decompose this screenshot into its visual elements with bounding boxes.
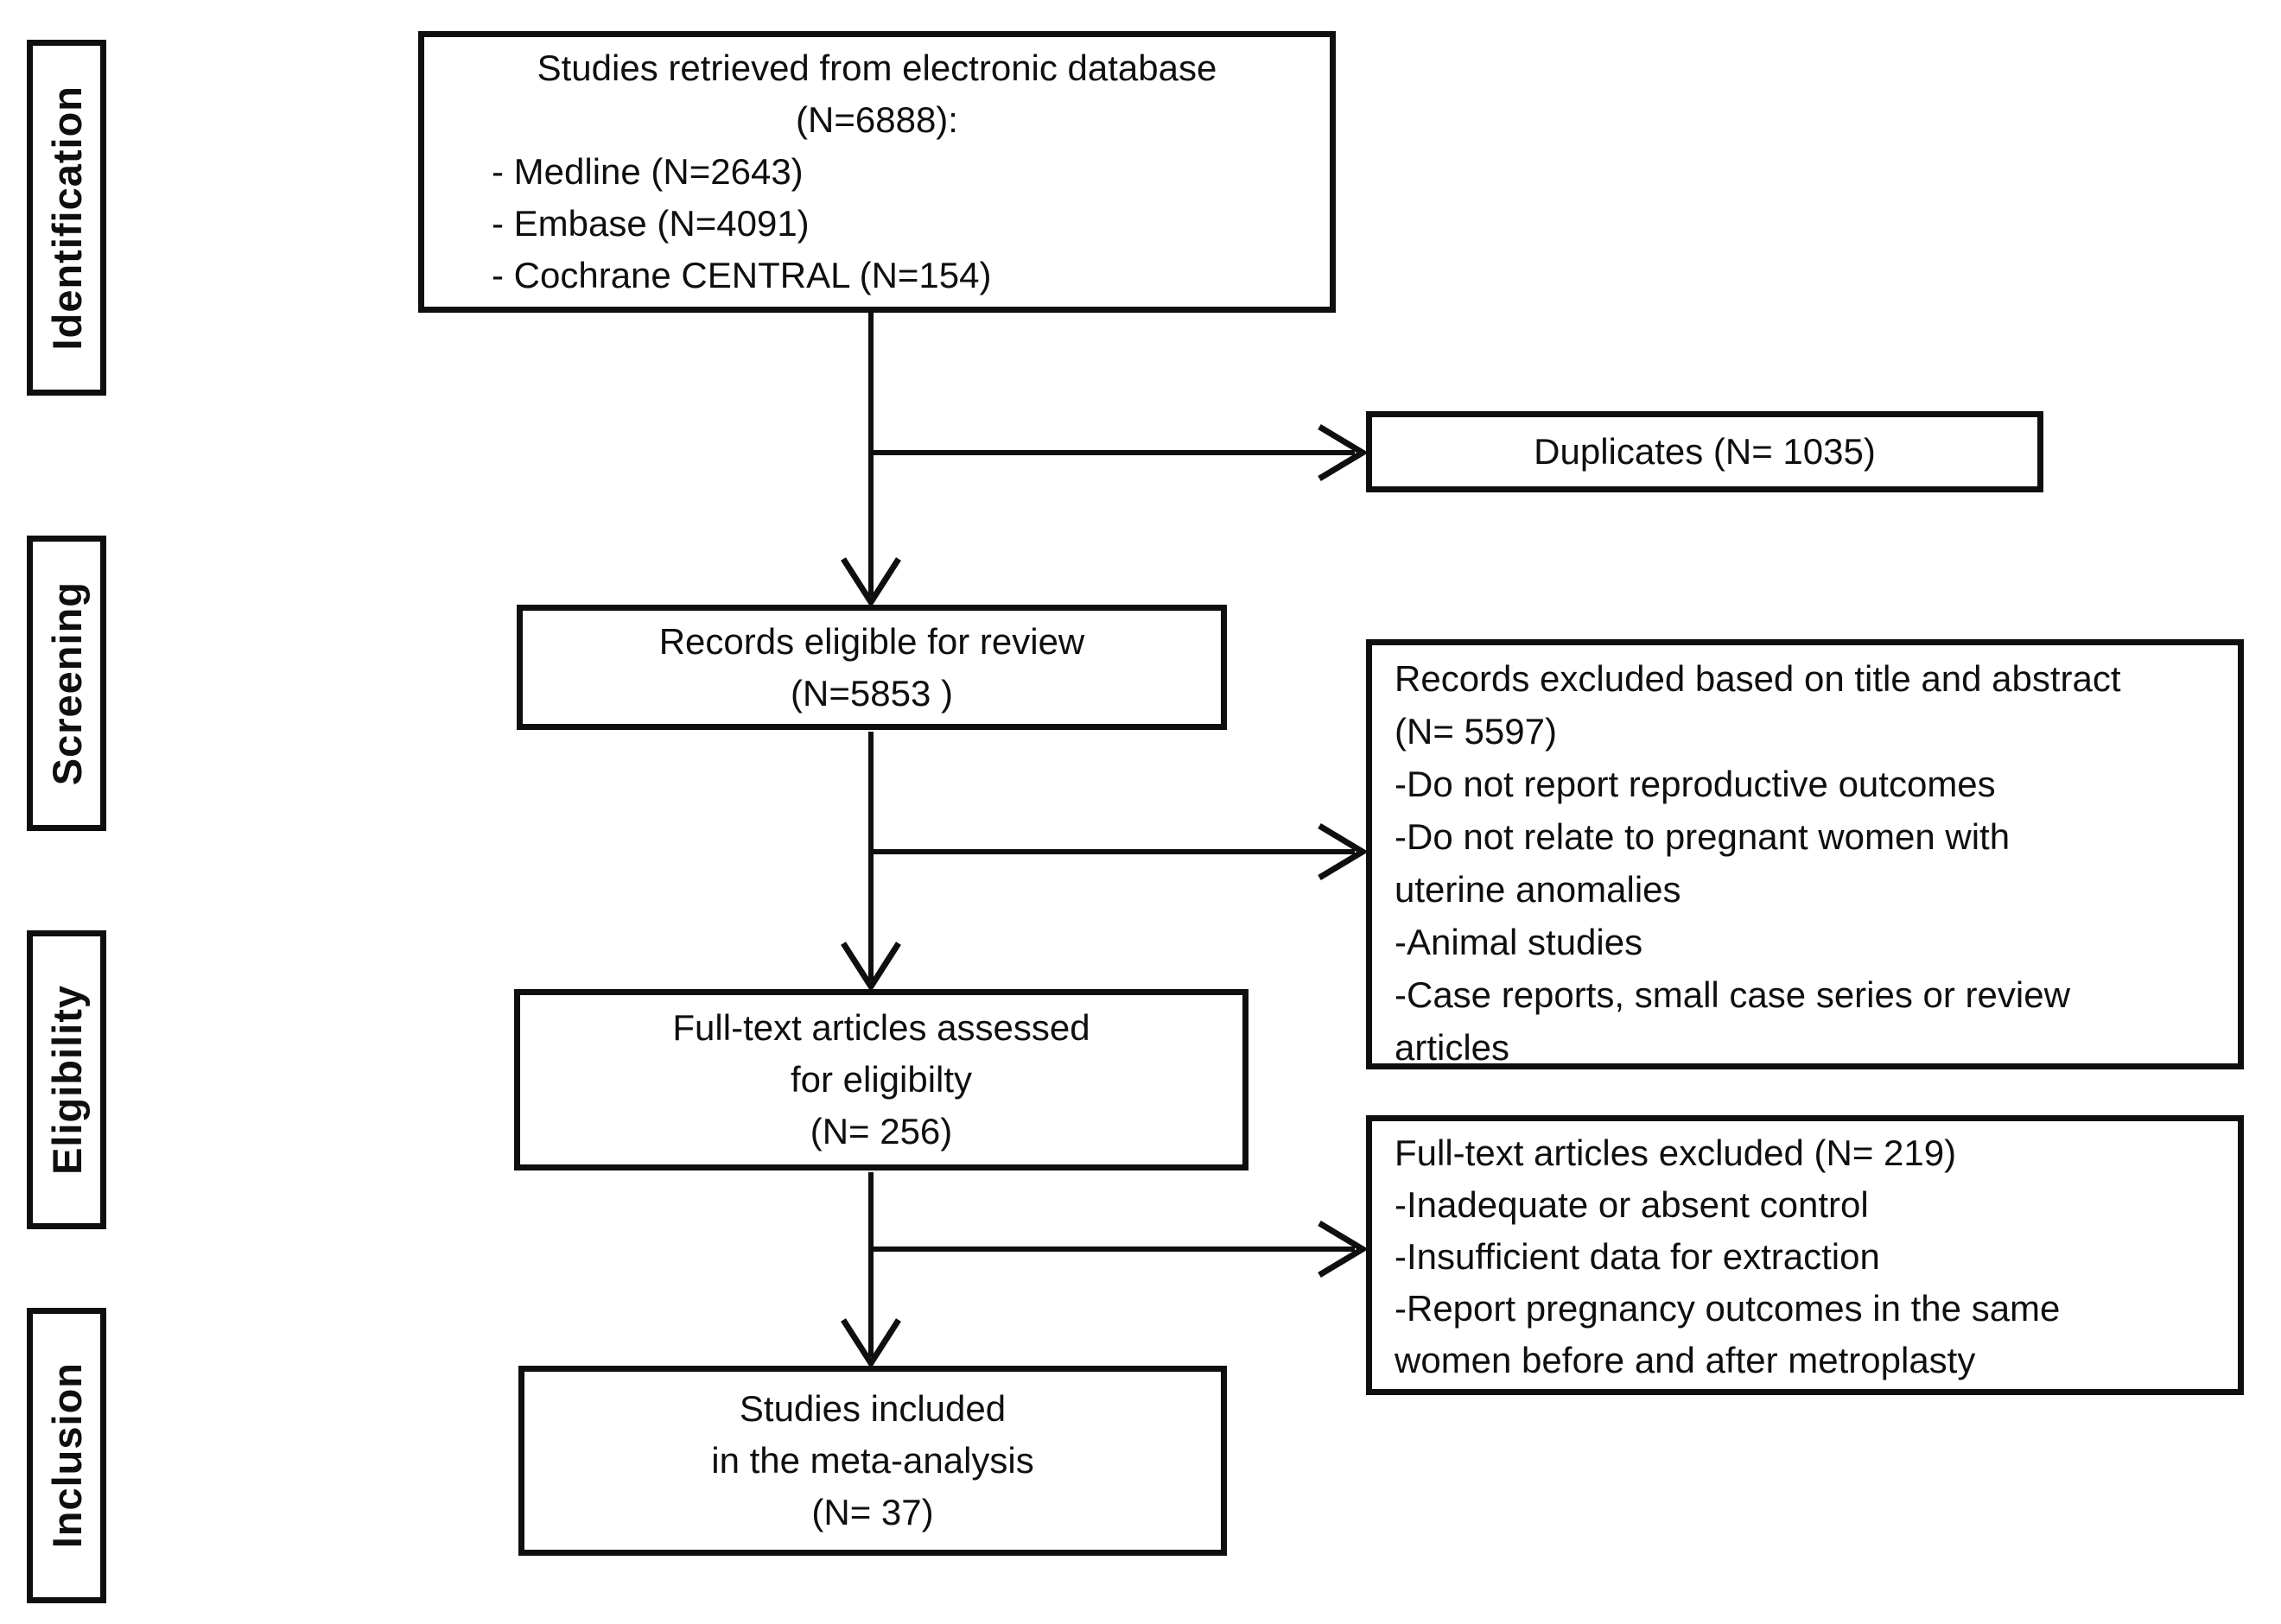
box-text-line: (N= 5597) bbox=[1395, 711, 1557, 752]
stage-label-screening: Screening bbox=[27, 536, 106, 831]
box-text-line: in the meta-analysis bbox=[711, 1440, 1034, 1481]
box-text-line: -Do not relate to pregnant women with bbox=[1395, 816, 2011, 857]
stage-label-text: Screening bbox=[43, 580, 90, 786]
retrieved-box: Studies retrieved from electronic databa… bbox=[418, 31, 1336, 313]
records-excluded-box: Records excluded based on title and abst… bbox=[1366, 639, 2244, 1069]
duplicates-box: Duplicates (N= 1035) bbox=[1366, 411, 2043, 492]
box-text-line: Studies included bbox=[739, 1388, 1007, 1429]
box-text-line: Records eligible for review bbox=[658, 620, 1085, 662]
box-text-line: -Inadequate or absent control bbox=[1395, 1184, 1869, 1225]
box-text-line: -Case reports, small case series or revi… bbox=[1395, 974, 2070, 1015]
arrowhead-down-included bbox=[841, 1318, 901, 1369]
studies-included-box: Studies included in the meta-analysis (N… bbox=[518, 1366, 1227, 1556]
box-text-line: Studies retrieved from electronic databa… bbox=[537, 48, 1217, 88]
fulltext-assessed-box: Full-text articles assessed for eligibil… bbox=[514, 989, 1249, 1170]
stage-label-inclusion: Inclusion bbox=[27, 1308, 106, 1603]
box-text-line: articles bbox=[1395, 1027, 1510, 1068]
stage-label-eligibility: Eligibility bbox=[27, 930, 106, 1229]
box-text-line: (N= 256) bbox=[810, 1111, 953, 1151]
box-text-line: -Insufficient data for extraction bbox=[1395, 1236, 1880, 1277]
arrowhead-down-fulltext bbox=[841, 942, 901, 993]
fulltext-excluded-box: Full-text articles excluded (N= 219) -In… bbox=[1366, 1115, 2244, 1395]
stage-label-text: Inclusion bbox=[43, 1362, 90, 1549]
box-text-line: Full-text articles excluded (N= 219) bbox=[1395, 1132, 1957, 1173]
box-text-line: Duplicates (N= 1035) bbox=[1534, 431, 1876, 472]
arrowhead-right-fulltext-excluded bbox=[1318, 1220, 1369, 1278]
box-text-line: - Embase (N=4091) bbox=[492, 203, 810, 244]
box-text-line: uterine anomalies bbox=[1395, 869, 1681, 910]
stage-label-identification: Identification bbox=[27, 40, 106, 396]
box-text-line: -Report pregnancy outcomes in the same bbox=[1395, 1288, 2061, 1329]
box-text-line: women before and after metroplasty bbox=[1395, 1340, 1976, 1380]
box-text-line: (N=6888): bbox=[796, 99, 958, 140]
arrowhead-right-duplicates bbox=[1318, 423, 1369, 482]
box-text-line: -Do not report reproductive outcomes bbox=[1395, 764, 1996, 804]
stage-label-text: Identification bbox=[43, 85, 90, 351]
stage-label-text: Eligibility bbox=[43, 985, 90, 1175]
box-text-line: (N=5853 ) bbox=[791, 672, 953, 714]
arrowhead-down-eligible bbox=[841, 557, 901, 608]
box-text-line: Full-text articles assessed bbox=[672, 1007, 1090, 1048]
box-text-line: - Medline (N=2643) bbox=[492, 151, 804, 192]
arrowhead-right-records-excluded bbox=[1318, 822, 1369, 881]
box-text-line: Records excluded based on title and abst… bbox=[1395, 658, 2121, 699]
records-eligible-box: Records eligible for review (N=5853 ) bbox=[517, 605, 1227, 730]
box-text-line: (N= 37) bbox=[811, 1492, 934, 1532]
box-text-line: - Cochrane CENTRAL (N=154) bbox=[492, 255, 992, 295]
box-text-line: for eligibilty bbox=[790, 1059, 973, 1100]
box-text-line: -Animal studies bbox=[1395, 922, 1643, 962]
